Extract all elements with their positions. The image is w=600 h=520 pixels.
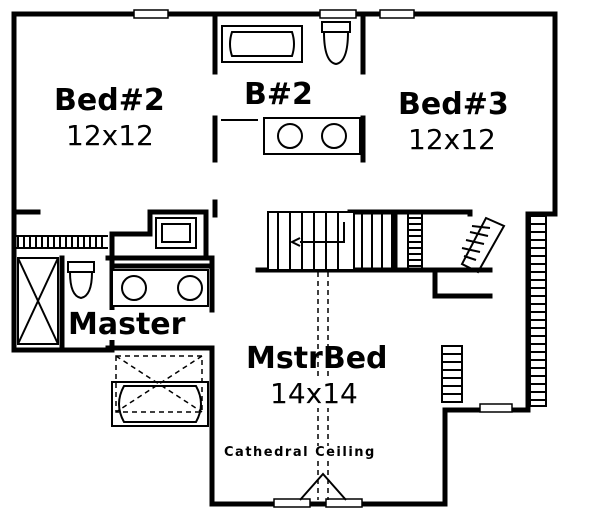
window <box>133 9 169 19</box>
room-label-bath2: B#2 <box>244 77 313 112</box>
room-size-bed2: 12x12 <box>66 119 154 152</box>
toilet-tank <box>67 261 95 273</box>
window <box>273 498 311 508</box>
toilet-tank <box>321 21 351 33</box>
sink <box>321 123 347 149</box>
linen-closet <box>155 217 197 249</box>
hatched-wall <box>407 211 547 407</box>
exterior-walls <box>11 11 558 507</box>
windows <box>133 9 513 508</box>
ceiling-note: Cathedral Ceiling <box>222 445 378 460</box>
window <box>319 9 357 19</box>
garden-tub <box>111 381 209 427</box>
window <box>479 403 513 413</box>
toilet-bowl <box>68 271 94 300</box>
toilet-bowl <box>322 31 350 66</box>
room-label-master-bed: MstrBed <box>246 341 388 376</box>
vanity <box>111 269 209 307</box>
ridge-line <box>299 272 347 501</box>
room-size-bed3: 12x12 <box>408 123 496 156</box>
sink <box>277 123 303 149</box>
railing <box>14 235 108 249</box>
master-bath-fixtures <box>17 257 209 427</box>
bath2-fixtures <box>221 21 361 155</box>
window <box>325 498 363 508</box>
sink <box>177 275 203 301</box>
stairs <box>14 211 547 407</box>
room-label-bed2: Bed#2 <box>54 83 165 118</box>
room-label-master-bath: Master <box>66 307 188 342</box>
room-label-bed3: Bed#3 <box>398 87 509 122</box>
vanity <box>263 117 361 155</box>
sink <box>121 275 147 301</box>
window <box>379 9 415 19</box>
interior-walls <box>11 11 493 353</box>
room-size-master-bed: 14x14 <box>270 377 358 410</box>
